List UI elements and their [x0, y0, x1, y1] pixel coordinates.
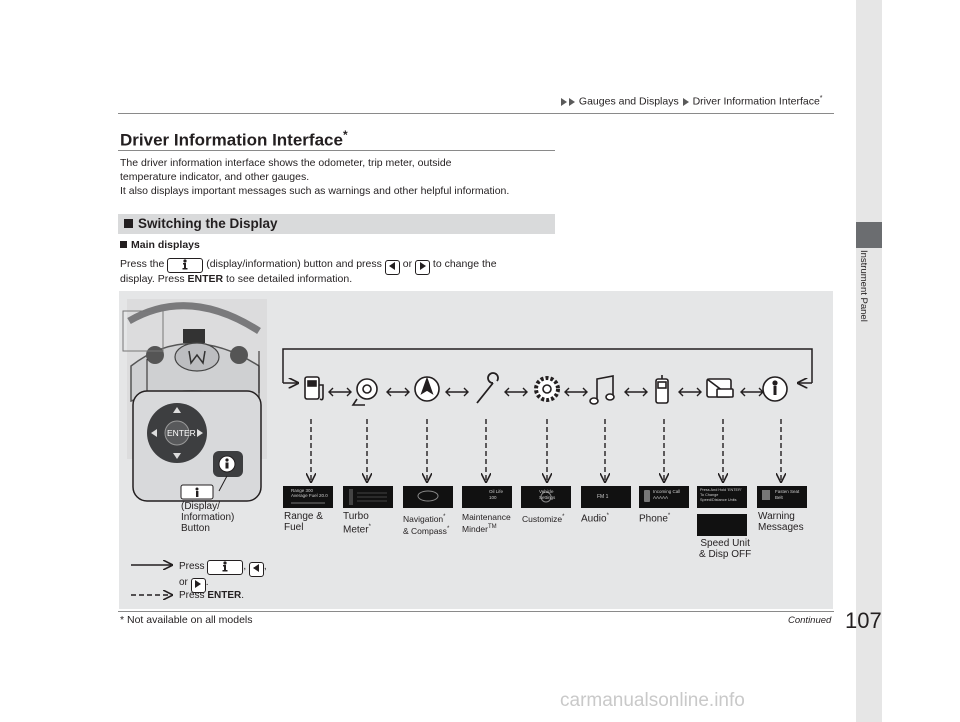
square-bullet-icon	[120, 241, 127, 248]
footnote-mark: *	[342, 128, 348, 142]
intro-line-3: It also displays important messages such…	[120, 185, 510, 197]
info-button-icon	[207, 560, 244, 575]
section-bar	[118, 214, 555, 234]
section-title-text: Switching the Display	[138, 216, 278, 231]
display-off-icon	[706, 378, 734, 398]
label-phone: Phone*	[639, 513, 671, 525]
left-arrow-button-icon	[384, 260, 400, 275]
page-number: 107	[845, 608, 882, 633]
info-icon	[762, 376, 788, 402]
page-title: Driver Information Interface*	[120, 128, 348, 151]
footnote-mark: *	[819, 95, 823, 102]
cycle-arrows	[328, 387, 764, 397]
label-audio: Audio*	[581, 513, 609, 525]
intro-line-1: The driver information interface shows t…	[120, 157, 452, 169]
side-label[interactable]: Instrument Panel	[858, 250, 869, 322]
breadcrumb-part1[interactable]: Gauges and Displays	[578, 95, 679, 108]
music-note-icon	[589, 375, 615, 405]
compass-icon	[414, 376, 440, 402]
gear-icon	[534, 376, 560, 402]
enter-keyword: ENTER	[187, 273, 224, 285]
screen-thumbnails	[283, 486, 807, 536]
side-tab-marker	[856, 222, 882, 248]
button-caption: (Display/Information)Button	[181, 501, 235, 534]
sub-heading: Main displays	[120, 239, 200, 251]
body-text: display. Press	[120, 273, 185, 285]
body-text: (display/information) button and press	[206, 258, 382, 270]
dashed-arrows	[311, 419, 781, 481]
section-title: Switching the Display	[124, 216, 278, 231]
label-navigation-compass: Navigation*& Compass*	[403, 513, 450, 536]
footnote: * Not available on all models	[120, 614, 253, 626]
side-tab	[856, 0, 882, 722]
mini-audio: FM 1	[597, 494, 609, 500]
body-text: Press the	[120, 258, 165, 270]
title-rule	[118, 150, 555, 151]
breadcrumb-part2[interactable]: Driver Information Interface	[692, 95, 820, 108]
right-arrow-button-icon	[415, 260, 430, 275]
footer-rule	[118, 611, 834, 612]
label-customize: Customize*	[522, 513, 565, 524]
phone-icon	[655, 375, 669, 404]
legend-press-enter: Press ENTER.	[179, 590, 245, 601]
page-title-text: Driver Information Interface	[120, 130, 343, 150]
body-line-2: display. Press ENTER to see detailed inf…	[120, 273, 352, 285]
legend-press-arrows: Press , , or .	[179, 560, 267, 593]
body-text: to change the	[432, 258, 497, 270]
label-range-fuel: Range &Fuel	[284, 511, 323, 533]
header-rule	[118, 113, 834, 114]
breadcrumb: Gauges and Displays Driver Information I…	[560, 95, 823, 108]
info-button-icon	[167, 258, 204, 273]
body-line-1: Press the (display/information) button a…	[120, 258, 497, 275]
sub-heading-text: Main displays	[131, 239, 200, 251]
turbo-icon	[351, 378, 378, 406]
body-text: or	[402, 258, 413, 270]
label-speed-unit: Speed Unit& Disp OFF	[699, 538, 752, 560]
enter-pad-label: ENTER	[167, 428, 196, 438]
square-bullet-icon	[124, 219, 133, 228]
intro-line-2: temperature indicator, and other gauges.	[120, 171, 310, 183]
switch-closeup	[132, 390, 262, 502]
body-text: to see detailed information.	[226, 273, 353, 285]
wrench-icon	[476, 372, 499, 404]
watermark: carmanualsonline.info	[560, 690, 745, 711]
fuel-pump-icon	[304, 376, 324, 401]
continued-label: Continued	[788, 615, 832, 626]
right-arrow-button-icon	[190, 578, 206, 593]
left-arrow-button-icon	[248, 562, 264, 577]
